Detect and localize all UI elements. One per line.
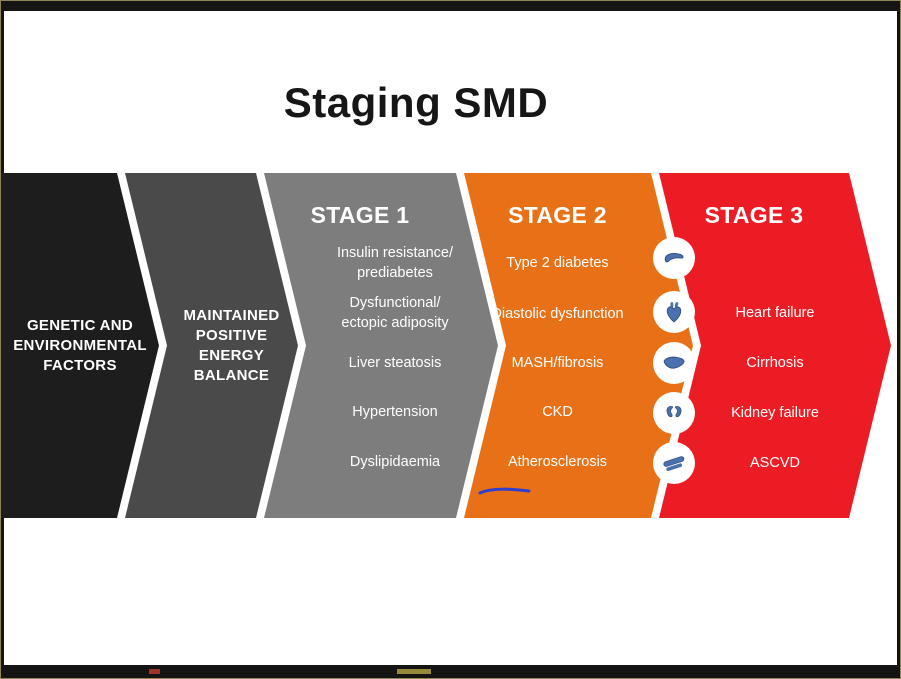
blood-vessel-badge (653, 442, 695, 484)
stage3-item-cirrhosis: Cirrhosis (746, 355, 804, 371)
liver-icon (663, 356, 685, 369)
kidney-icon (666, 405, 682, 418)
stage3-item-kidney-failure: Kidney failure (731, 405, 819, 421)
chevron-stage-1: STAGE 1 Insulin resistance/ prediabetes … (264, 173, 498, 518)
stage1-item-hypertension: Hypertension (352, 404, 438, 420)
stage1-item-insulin-resistance: Insulin resistance/ prediabetes (336, 245, 454, 281)
kidney-badge (653, 392, 695, 434)
pancreas-icon (664, 253, 684, 263)
chevron-genetic-environmental-factors: GENETIC AND ENVIRONMENTAL FACTORS (1, 173, 159, 518)
stage3-item-heart-failure: Heart failure (735, 305, 815, 321)
heart-icon (666, 302, 682, 323)
stage3-item-ascvd: ASCVD (750, 455, 800, 471)
top-black-bar (1, 1, 900, 11)
blood-vessel-icon (663, 456, 685, 471)
energy-balance-label: MAINTAINED POSITIVE ENERGY BALANCE (183, 306, 280, 384)
bottom-bar-red-mark (149, 669, 160, 674)
stage-3-header: STAGE 3 (704, 201, 804, 228)
stage2-item-atherosclerosis: Atherosclerosis (507, 454, 608, 470)
right-black-edge (897, 1, 900, 678)
page-title: Staging SMD (283, 79, 549, 127)
stage1-item-dyslipidaemia: Dyslipidaemia (349, 454, 441, 470)
pancreas-badge (653, 237, 695, 279)
stage1-item-dysfunctional-adiposity: Dysfunctional/ ectopic adiposity (341, 295, 449, 331)
stage2-item-ckd: CKD (542, 404, 573, 420)
stage2-item-diastolic-dysfunction: Diastolic dysfunction (491, 306, 624, 322)
stage2-item-mash-fibrosis: MASH/fibrosis (511, 355, 604, 371)
staging-diagram: GENETIC AND ENVIRONMENTAL FACTORS MAINTA… (1, 173, 896, 518)
bottom-black-bar (1, 665, 900, 678)
bottom-bar-yellow-mark (397, 669, 431, 674)
stage-2-header: STAGE 2 (508, 201, 607, 228)
stage1-item-liver-steatosis: Liver steatosis (348, 355, 442, 371)
stage2-item-type-2-diabetes: Type 2 diabetes (506, 255, 609, 271)
liver-badge (653, 342, 695, 384)
pen-underline-annotation (478, 487, 531, 495)
genetic-factors-label: GENETIC AND ENVIRONMENTAL FACTORS (13, 316, 147, 374)
heart-badge (653, 291, 695, 333)
stage-1-header: STAGE 1 (310, 201, 410, 228)
